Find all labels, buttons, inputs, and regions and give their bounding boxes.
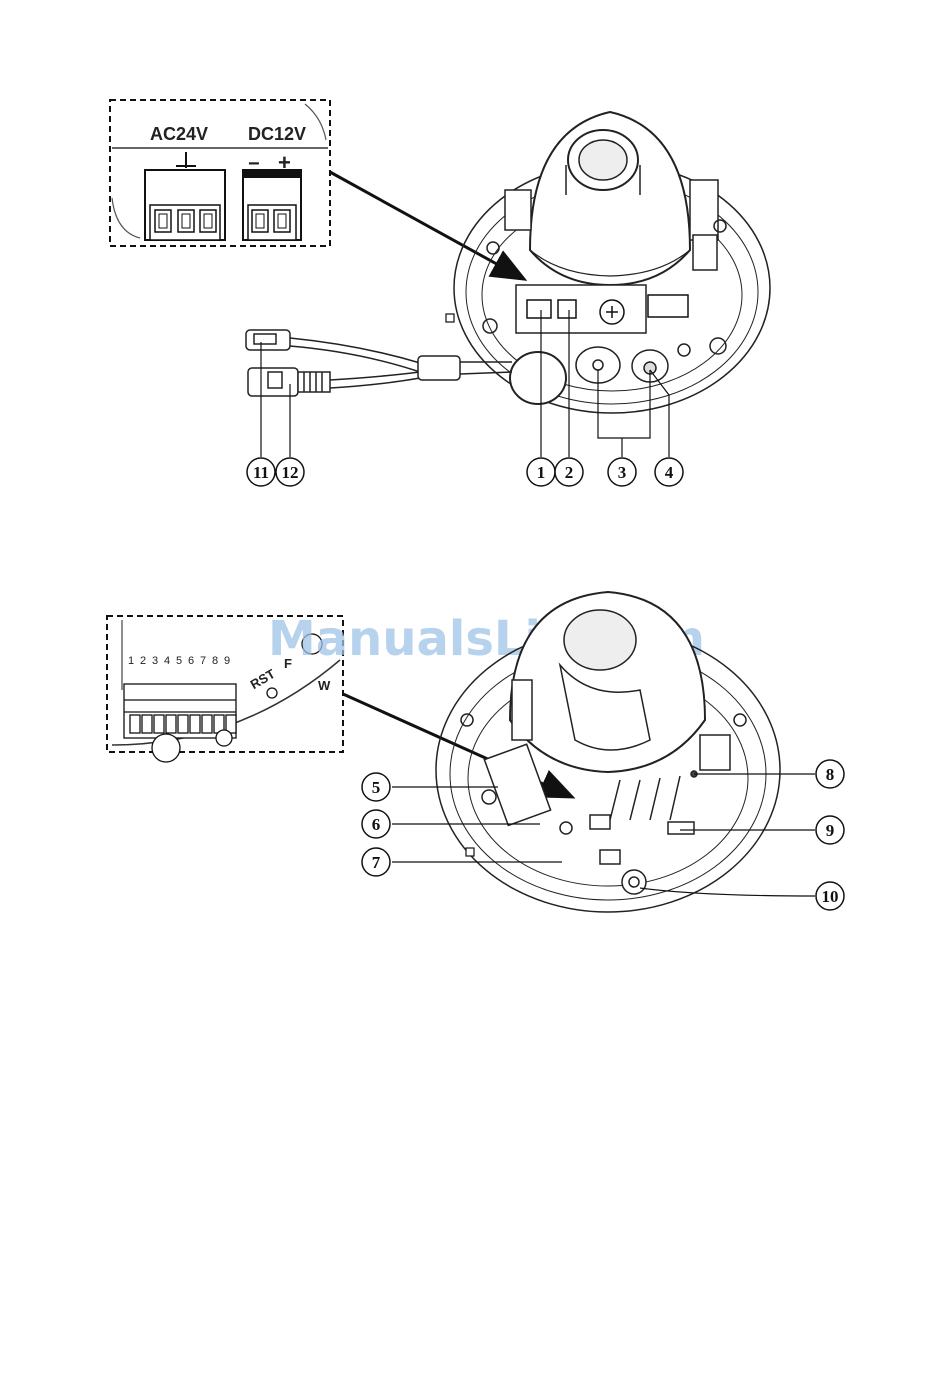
ac24v-label: AC24V	[150, 124, 208, 144]
pin-number-labels: 1 2 3 4 5 6 7 8 9	[128, 655, 230, 667]
svg-text:8: 8	[212, 655, 218, 667]
callout-9: 9	[816, 816, 844, 844]
callout-2: 2	[555, 458, 583, 486]
svg-text:2: 2	[565, 463, 574, 482]
ac-terminal-block	[145, 170, 225, 240]
figure-1: AC24V DC12V − +	[110, 100, 770, 486]
callout-6: 6	[362, 810, 390, 838]
callout-10: 10	[816, 882, 844, 910]
dc-terminal-block	[243, 170, 301, 240]
reset-button-icon	[267, 688, 277, 698]
svg-text:8: 8	[826, 765, 835, 784]
svg-text:2: 2	[140, 655, 146, 667]
svg-text:9: 9	[826, 821, 835, 840]
svg-text:4: 4	[164, 655, 170, 667]
inset-pointer-arrow-1	[330, 172, 522, 278]
callout-5: 5	[362, 773, 390, 801]
svg-text:5: 5	[372, 778, 381, 797]
svg-text:9: 9	[224, 655, 230, 667]
svg-text:3: 3	[152, 655, 158, 667]
figure-2: 1 2 3 4 5 6 7 8 9	[107, 592, 844, 912]
pigtail-cables	[246, 330, 512, 396]
svg-text:6: 6	[188, 655, 194, 667]
svg-text:6: 6	[372, 815, 381, 834]
callout-7: 7	[362, 848, 390, 876]
svg-text:10: 10	[822, 887, 839, 906]
svg-text:1: 1	[128, 655, 134, 667]
callout-1: 1	[527, 458, 555, 486]
svg-text:5: 5	[176, 655, 182, 667]
svg-text:7: 7	[372, 853, 381, 872]
svg-text:3: 3	[618, 463, 627, 482]
w-label: W	[318, 678, 331, 693]
callout-4: 4	[655, 458, 683, 486]
svg-text:11: 11	[253, 463, 269, 482]
svg-text:7: 7	[200, 655, 206, 667]
svg-text:1: 1	[537, 463, 546, 482]
dc12v-label: DC12V	[248, 124, 306, 144]
callout-11: 11	[247, 458, 275, 486]
svg-text:4: 4	[665, 463, 674, 482]
svg-text:12: 12	[282, 463, 299, 482]
power-terminal-inset: AC24V DC12V − +	[110, 100, 330, 246]
callout-3: 3	[608, 458, 636, 486]
callout-8: 8	[816, 760, 844, 788]
callout-12: 12	[276, 458, 304, 486]
